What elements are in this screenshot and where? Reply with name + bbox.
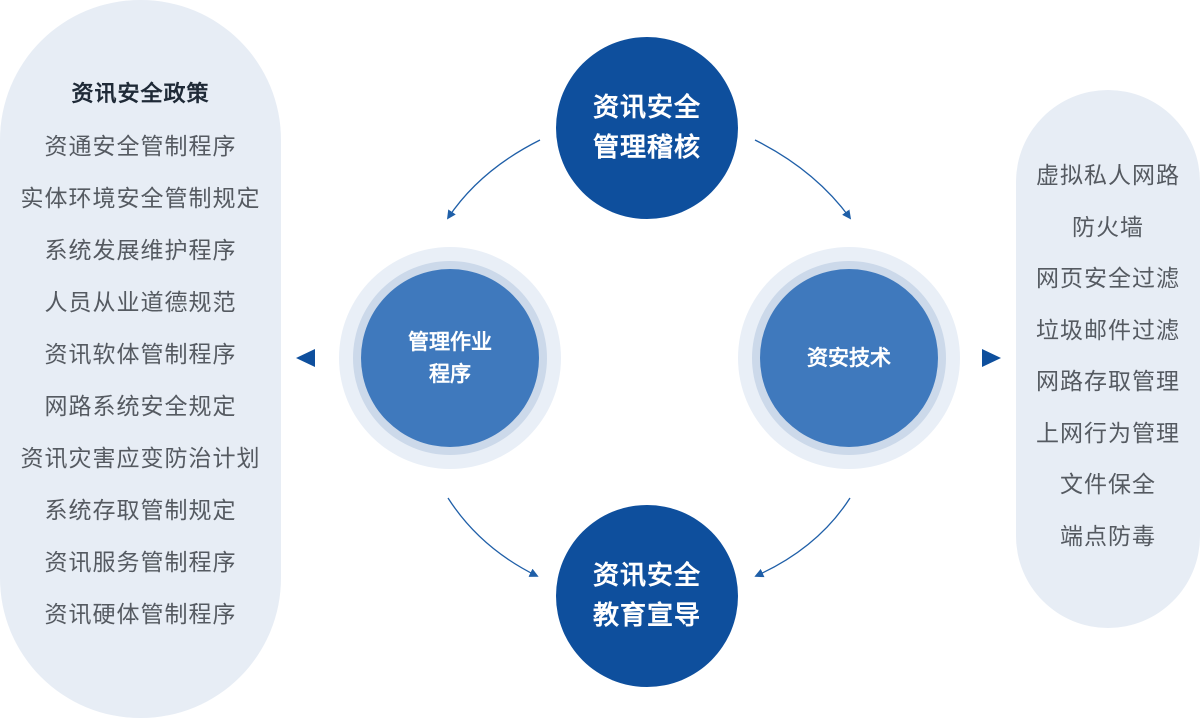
technology-item: 虚拟私人网路 (1036, 163, 1180, 189)
technology-panel: 虚拟私人网路 防火墙 网页安全过滤 垃圾邮件过滤 网路存取管理 上网行为管理 文… (1016, 90, 1200, 628)
audit-label: 资讯安全 管理稽核 (592, 93, 701, 163)
technology-item: 防火墙 (1072, 214, 1144, 241)
technology-item: 垃圾邮件过滤 (1036, 317, 1180, 344)
technology-item: 网页安全过滤 (1036, 266, 1180, 292)
technology-item: 端点防毒 (1060, 523, 1156, 550)
policy-item: 网路系统安全规定 (44, 394, 237, 420)
policy-item: 资讯软体管制程序 (44, 342, 237, 368)
triangle-left-icon (296, 349, 315, 367)
technology-item: 文件保全 (1060, 472, 1156, 498)
policy-item: 实体环境安全管制规定 (20, 186, 261, 212)
technology-circle: 资安技术 (760, 269, 938, 447)
policy-item: 资通安全管制程序 (44, 134, 237, 160)
technology-item: 网路存取管理 (1036, 369, 1180, 395)
education-label: 资讯安全 教育宣导 (592, 561, 701, 631)
procedure-circle: 管理作业 程序 (361, 269, 539, 447)
policy-item: 系统存取管制规定 (44, 498, 237, 524)
arrow-top-to-left (446, 139, 541, 220)
technology-item: 上网行为管理 (1036, 420, 1180, 447)
technology-label: 资安技术 (807, 346, 891, 370)
policy-item: 资讯硬体管制程序 (44, 602, 237, 628)
policy-panel: 资讯安全政策 资通安全管制程序 实体环境安全管制规定 系统发展维护程序 人员从业… (0, 0, 281, 718)
policy-item: 资讯服务管制程序 (44, 550, 237, 576)
policy-item: 人员从业道德规范 (44, 290, 237, 316)
audit-circle: 资讯安全 管理稽核 (556, 37, 738, 219)
policy-item: 系统发展维护程序 (44, 238, 237, 264)
education-circle: 资讯安全 教育宣导 (556, 505, 738, 687)
policy-panel-title: 资讯安全政策 (71, 82, 210, 107)
procedure-label: 管理作业 程序 (408, 330, 492, 386)
policy-item: 资讯灾害应变防治计划 (20, 446, 261, 472)
triangle-right-icon (982, 349, 1001, 367)
arrow-left-to-bottom (447, 497, 539, 577)
arrow-right-to-bottom (754, 497, 851, 578)
arrow-top-to-right (754, 139, 852, 220)
